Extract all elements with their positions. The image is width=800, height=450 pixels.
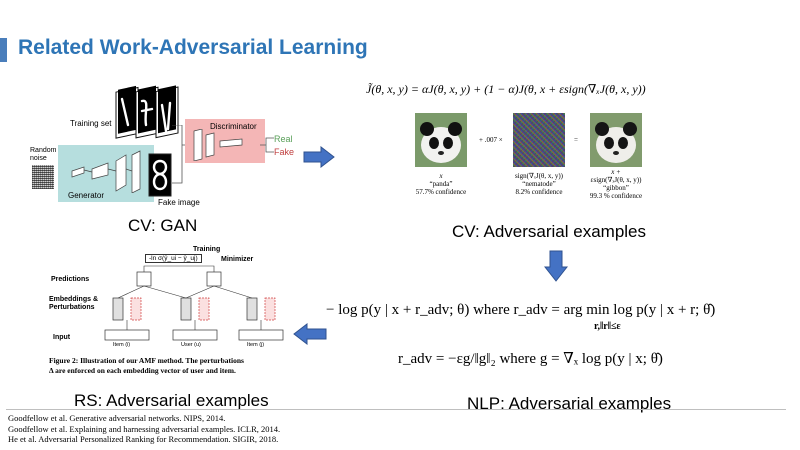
nlp-caption: NLP: Adversarial examples — [467, 394, 672, 413]
fake-image-digit — [148, 153, 172, 197]
user-u-label: User (u) — [181, 342, 201, 348]
gibbon-confidence: 99.3 % confidence — [589, 192, 643, 200]
slide-title: Related Work-Adversarial Learning — [18, 36, 368, 59]
nlp-equation-2: r_adv = −εg/‖g‖₂ where g = ∇ₓ log p(y | … — [398, 351, 663, 367]
arrow-right-icon — [303, 146, 335, 168]
generator-label: Generator — [68, 191, 105, 200]
references-divider — [6, 409, 786, 410]
noise-label: “nematode” — [522, 180, 556, 188]
amf-figure-caption-2: Δ are enforced on each embedding vector … — [49, 366, 236, 375]
random-noise-label-2: noise — [30, 155, 47, 162]
embeddings-label-1: Embeddings & — [49, 296, 99, 303]
reference-1: Goodfellow et al. Generative adversarial… — [8, 413, 226, 423]
random-noise-label-1: Random — [30, 147, 57, 154]
fake-label: Fake — [274, 147, 295, 157]
discriminator-label: Discriminator — [210, 122, 257, 131]
noise-image — [513, 113, 565, 167]
fake-image-label: Fake image — [158, 198, 200, 207]
training-set-label: Training set — [70, 119, 112, 128]
rs-caption: RS: Adversarial examples — [74, 391, 269, 410]
amf-figure-caption: Figure 2: Illustration of our AMF method… — [49, 356, 244, 376]
plus-coefficient: + .007 × — [479, 136, 503, 144]
gibbon-caption: x + εsign(∇ₓJ(θ, x, y)) “gibbon” 99.3 % … — [578, 168, 654, 200]
reference-2: Goodfellow et al. Explaining and harness… — [8, 423, 281, 434]
amf-diagram: Training -ln σ(ŷ_ui − ŷ_uj) Minimizer Pr… — [45, 244, 285, 380]
embeddings-label-2: Perturbations — [49, 304, 95, 311]
nlp-equation-1: − log p(y | x + r_adv; θ) where r_adv = … — [326, 302, 716, 318]
noise-var: sign(∇ₓJ(θ, x, y)) — [515, 172, 563, 180]
input-label: Input — [53, 334, 71, 341]
panda-label: “panda” — [429, 180, 453, 188]
gibbon-image — [590, 113, 642, 167]
gan-caption: CV: GAN — [128, 216, 198, 235]
cv-adv-caption: CV: Adversarial examples — [452, 222, 647, 241]
amf-figure-caption-1: Figure 2: Illustration of our AMF method… — [49, 356, 244, 365]
fgsm-equation: J̃(θ, x, y) = αJ(θ, x, y) + (1 − α)J(θ, … — [366, 82, 646, 96]
predictions-label: Predictions — [51, 276, 90, 283]
panda-var: x — [439, 172, 443, 180]
gibbon-var-2: εsign(∇ₓJ(θ, x, y)) — [590, 176, 642, 184]
amf-network — [104, 265, 284, 341]
generator-layers — [71, 150, 141, 193]
nlp-equation-1-subscript: r,‖r‖≤ε — [594, 321, 621, 332]
gibbon-var-1: x + — [611, 168, 621, 176]
title-accent-bar — [0, 38, 7, 62]
random-noise-label: Random noise — [30, 147, 56, 163]
minimizer-label: Minimizer — [221, 256, 254, 263]
references: Goodfellow et al. Generative adversarial… — [8, 413, 280, 445]
panda-image — [415, 113, 467, 167]
training-label: Training — [193, 246, 221, 253]
embeddings-label: Embeddings & Perturbations — [49, 296, 98, 312]
real-fake-branch — [260, 137, 274, 153]
item-j-label: Item (j) — [247, 342, 265, 348]
discriminator-layers — [193, 129, 243, 161]
item-i-label: Item (i) — [113, 342, 131, 348]
training-set-digits — [112, 85, 192, 145]
panda-confidence: 57.7% confidence — [415, 188, 467, 196]
arrow-down-icon — [544, 250, 568, 282]
gibbon-label: “gibbon” — [603, 184, 629, 192]
equals-sign: = — [574, 136, 578, 144]
noise-confidence: 8.2% confidence — [515, 188, 563, 196]
panda-caption: x “panda” 57.7% confidence — [413, 172, 469, 196]
reference-3: He et al. Adversarial Personalized Ranki… — [8, 434, 279, 444]
gan-diagram: Training set Random noise Generator Fake… — [30, 85, 320, 210]
arrow-left-icon — [293, 323, 327, 345]
noise-caption: sign(∇ₓJ(θ, x, y)) “nematode” 8.2% confi… — [500, 172, 578, 196]
real-label: Real — [274, 134, 293, 144]
random-noise-image — [32, 165, 54, 189]
loss-box: -ln σ(ŷ_ui − ŷ_uj) — [145, 254, 202, 263]
